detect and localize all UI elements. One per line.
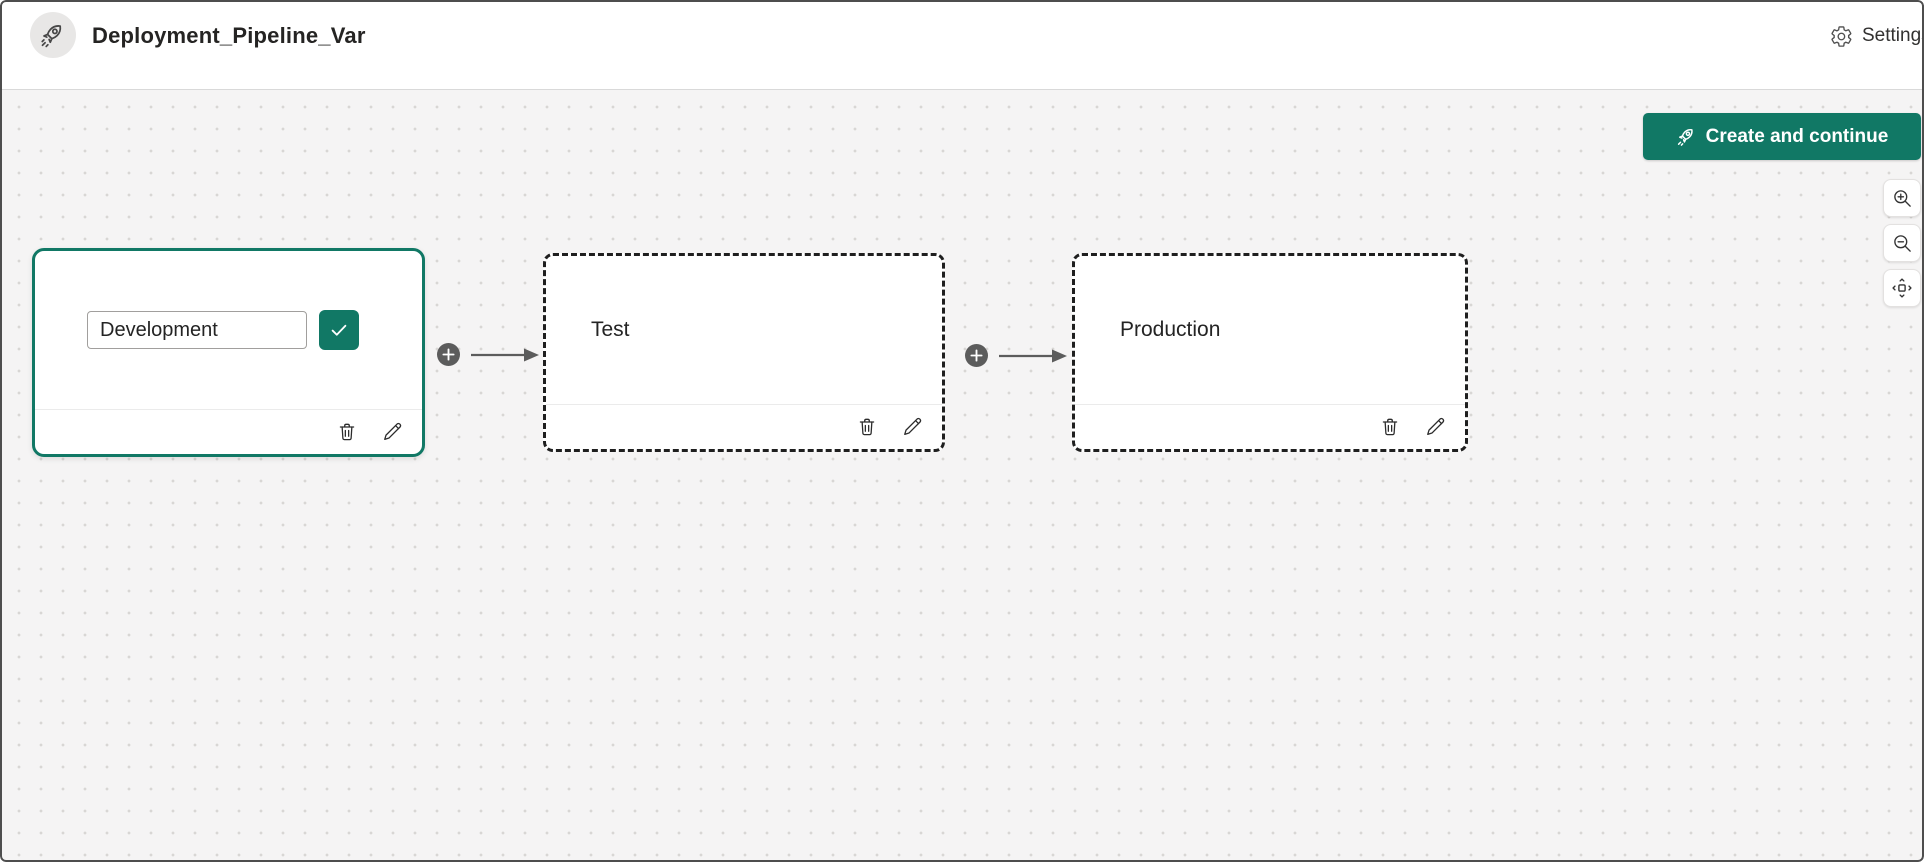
trash-icon — [859, 418, 875, 436]
stage-footer — [1075, 405, 1465, 449]
pipeline-avatar — [30, 12, 76, 58]
edit-stage-button[interactable] — [1423, 414, 1449, 440]
settings-button[interactable]: Settings — [1830, 0, 1924, 72]
pipeline-canvas[interactable]: Create and continue — [0, 90, 1924, 862]
check-icon — [331, 324, 347, 336]
trash-icon — [339, 423, 355, 441]
stage-name-input[interactable] — [87, 311, 307, 349]
plus-circle-icon — [442, 348, 455, 361]
add-stage-button[interactable] — [965, 344, 988, 367]
stage-name-label: Production — [1120, 318, 1221, 341]
gear-icon — [1831, 25, 1852, 47]
stage-card-development[interactable] — [32, 248, 425, 457]
fit-to-view-button[interactable] — [1883, 269, 1921, 307]
magnifier-plus-icon — [1893, 189, 1911, 207]
create-and-continue-label: Create and continue — [1705, 125, 1889, 147]
pencil-icon — [384, 422, 402, 440]
rocket-icon — [41, 25, 62, 48]
stage-card-test[interactable]: Test — [543, 253, 945, 452]
arrow-right-icon — [999, 349, 1067, 362]
stage-name-label: Test — [591, 318, 630, 341]
zoom-out-button[interactable] — [1883, 224, 1921, 262]
connector-development-test — [437, 343, 541, 366]
create-and-continue-button[interactable]: Create and continue — [1643, 113, 1921, 160]
stage-body — [35, 251, 422, 410]
edit-stage-button[interactable] — [380, 419, 406, 445]
fit-to-view-icon — [1892, 278, 1912, 298]
page-title: Deployment_Pipeline_Var — [92, 23, 366, 48]
plus-circle-icon — [970, 349, 983, 362]
magnifier-minus-icon — [1893, 234, 1911, 252]
zoom-in-button[interactable] — [1883, 179, 1921, 217]
delete-stage-button[interactable] — [1377, 414, 1403, 440]
trash-icon — [1382, 418, 1398, 436]
stage-footer — [35, 410, 422, 454]
settings-label: Settings — [1862, 25, 1924, 46]
header: Deployment_Pipeline_Var Settings — [0, 0, 1924, 90]
connector-test-production — [965, 344, 1069, 367]
delete-stage-button[interactable] — [854, 414, 880, 440]
stage-body: Production — [1075, 256, 1465, 405]
rocket-icon — [1677, 128, 1693, 146]
add-stage-button[interactable] — [437, 343, 460, 366]
pencil-icon — [1427, 417, 1445, 435]
stage-rename-row — [35, 310, 422, 350]
stage-footer — [546, 405, 942, 449]
stage-card-production[interactable]: Production — [1072, 253, 1468, 452]
pencil-icon — [904, 417, 922, 435]
delete-stage-button[interactable] — [334, 419, 360, 445]
stage-body: Test — [546, 256, 942, 405]
arrow-right-icon — [471, 348, 539, 361]
confirm-name-button[interactable] — [319, 310, 359, 350]
canvas-zoom-controls — [1883, 179, 1921, 307]
edit-stage-button[interactable] — [900, 414, 926, 440]
